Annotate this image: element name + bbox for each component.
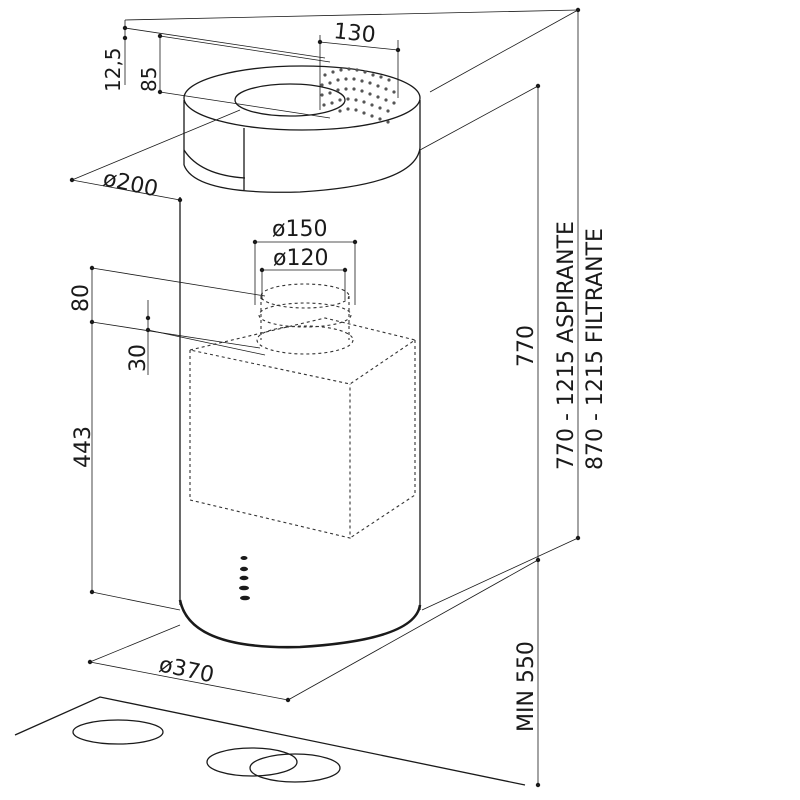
dim-outlet-inner: ø120	[273, 246, 328, 271]
top-collar	[183, 65, 421, 193]
dim-range-aspirante: 770 - 1215 ASPIRANTE	[554, 221, 579, 470]
dimension-labels: 130 12,5 85 ø200 ø150 ø120 80 30 443 770…	[69, 19, 608, 732]
dim-outlet-height: 80	[69, 284, 94, 312]
grille-perforation	[320, 67, 396, 124]
dim-range-filtrante: 870 - 1215 FILTRANTE	[583, 228, 608, 470]
dim-bottom-diameter: ø370	[157, 652, 216, 688]
dim-collar-height: 85	[137, 67, 161, 92]
hood-body	[178, 150, 422, 649]
motor-box	[189, 317, 417, 539]
dim-outlet-outer: ø150	[272, 217, 327, 242]
dim-height-to-outlet: 443	[71, 426, 96, 468]
dim-top-diameter: ø200	[101, 166, 160, 202]
dim-top-offset: 12,5	[101, 47, 125, 92]
dimension-lines	[69, 7, 581, 788]
dim-motor-offset: 30	[126, 344, 151, 372]
cooktop-outline	[14, 696, 526, 786]
control-buttons	[239, 556, 250, 601]
dim-min-clearance: MIN 550	[514, 641, 539, 732]
outlet-duct	[256, 283, 354, 355]
dim-body-height: 770	[514, 325, 539, 367]
dim-top-width: 130	[332, 19, 376, 48]
